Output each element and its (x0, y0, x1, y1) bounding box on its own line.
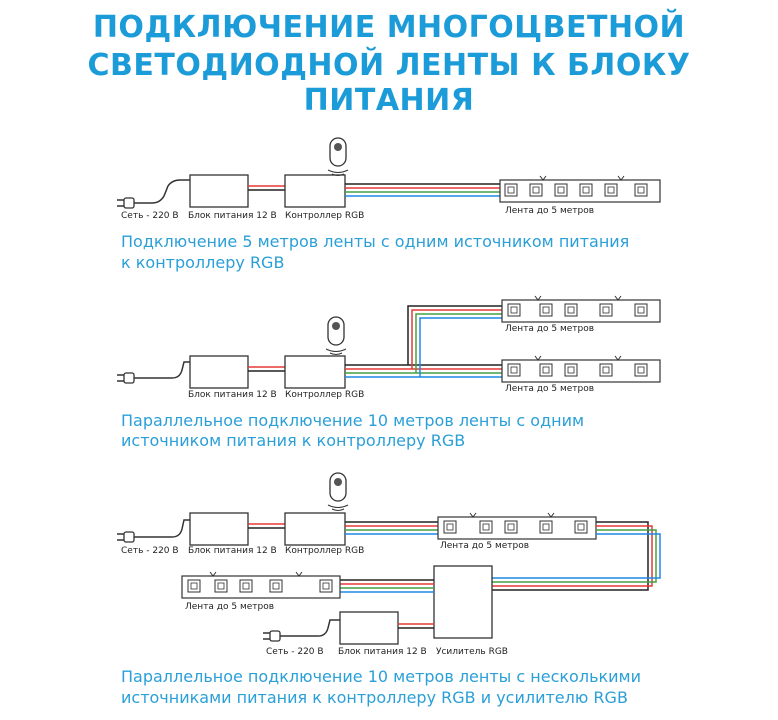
diagram-1 (116, 137, 661, 209)
label-psu: Блок питания 12 В (188, 211, 277, 221)
diagram-3 (116, 472, 661, 645)
label-psu: Блок питания 12 В (338, 647, 427, 657)
controller-box (284, 174, 346, 208)
label-mains: Сеть - 220 В (121, 546, 179, 556)
led-strip (501, 355, 661, 383)
power-supply-box (189, 512, 249, 546)
caption-1-line-2: к контроллеру RGB (121, 253, 285, 272)
label-amplifier: Усилитель RGB (436, 647, 508, 657)
label-strip: Лента до 5 метров (505, 384, 595, 394)
remote-icon (327, 137, 349, 177)
caption-2-line-2: источником питания к контроллеру RGB (121, 431, 466, 450)
mains-cable (134, 361, 190, 379)
label-psu: Блок питания 12 В (188, 546, 277, 556)
caption-2-line-1: Параллельное подключение 10 метров ленты… (121, 411, 585, 430)
label-strip: Лента до 5 метров (185, 602, 275, 612)
amplifier-box (433, 565, 493, 639)
mains-cable (134, 179, 190, 204)
power-supply-box (189, 174, 249, 208)
power-supply-box (339, 611, 399, 645)
label-controller: Контроллер RGB (285, 546, 365, 556)
mains-cable (280, 619, 340, 637)
caption-3-line-2: источниками питания к контроллеру RGB и … (121, 688, 628, 707)
led-strip (437, 512, 597, 540)
plug-icon (116, 531, 135, 543)
plug-icon (116, 372, 135, 384)
caption-1-line-1: Подключение 5 метров ленты с одним источ… (121, 232, 630, 251)
remote-icon (327, 472, 349, 512)
mains-cable (134, 519, 190, 538)
led-strip (181, 571, 341, 599)
plug-icon (116, 197, 135, 209)
led-strip (499, 175, 661, 203)
label-controller: Контроллер RGB (285, 211, 365, 221)
controller-box (284, 355, 346, 389)
page-title-line-1: ПОДКЛЮЧЕНИЕ МНОГОЦВЕТНОЙ (92, 10, 686, 45)
label-strip: Лента до 5 метров (505, 324, 595, 334)
label-mains: Сеть - 220 В (121, 211, 179, 221)
caption-3-line-1: Параллельное подключение 10 метров ленты… (121, 667, 642, 686)
label-strip: Лента до 5 метров (505, 206, 595, 216)
plug-icon (262, 630, 281, 642)
label-mains: Сеть - 220 В (266, 647, 324, 657)
label-controller: Контроллер RGB (285, 390, 365, 400)
led-strip (501, 295, 661, 323)
label-strip: Лента до 5 метров (440, 541, 530, 551)
page-title-line-2: СВЕТОДИОДНОЙ ЛЕНТЫ К БЛОКУ ПИТАНИЯ (87, 48, 691, 118)
label-psu: Блок питания 12 В (188, 390, 277, 400)
remote-icon (325, 316, 347, 356)
power-supply-box (189, 355, 249, 389)
controller-box (284, 512, 346, 546)
diagram-2 (116, 295, 661, 389)
